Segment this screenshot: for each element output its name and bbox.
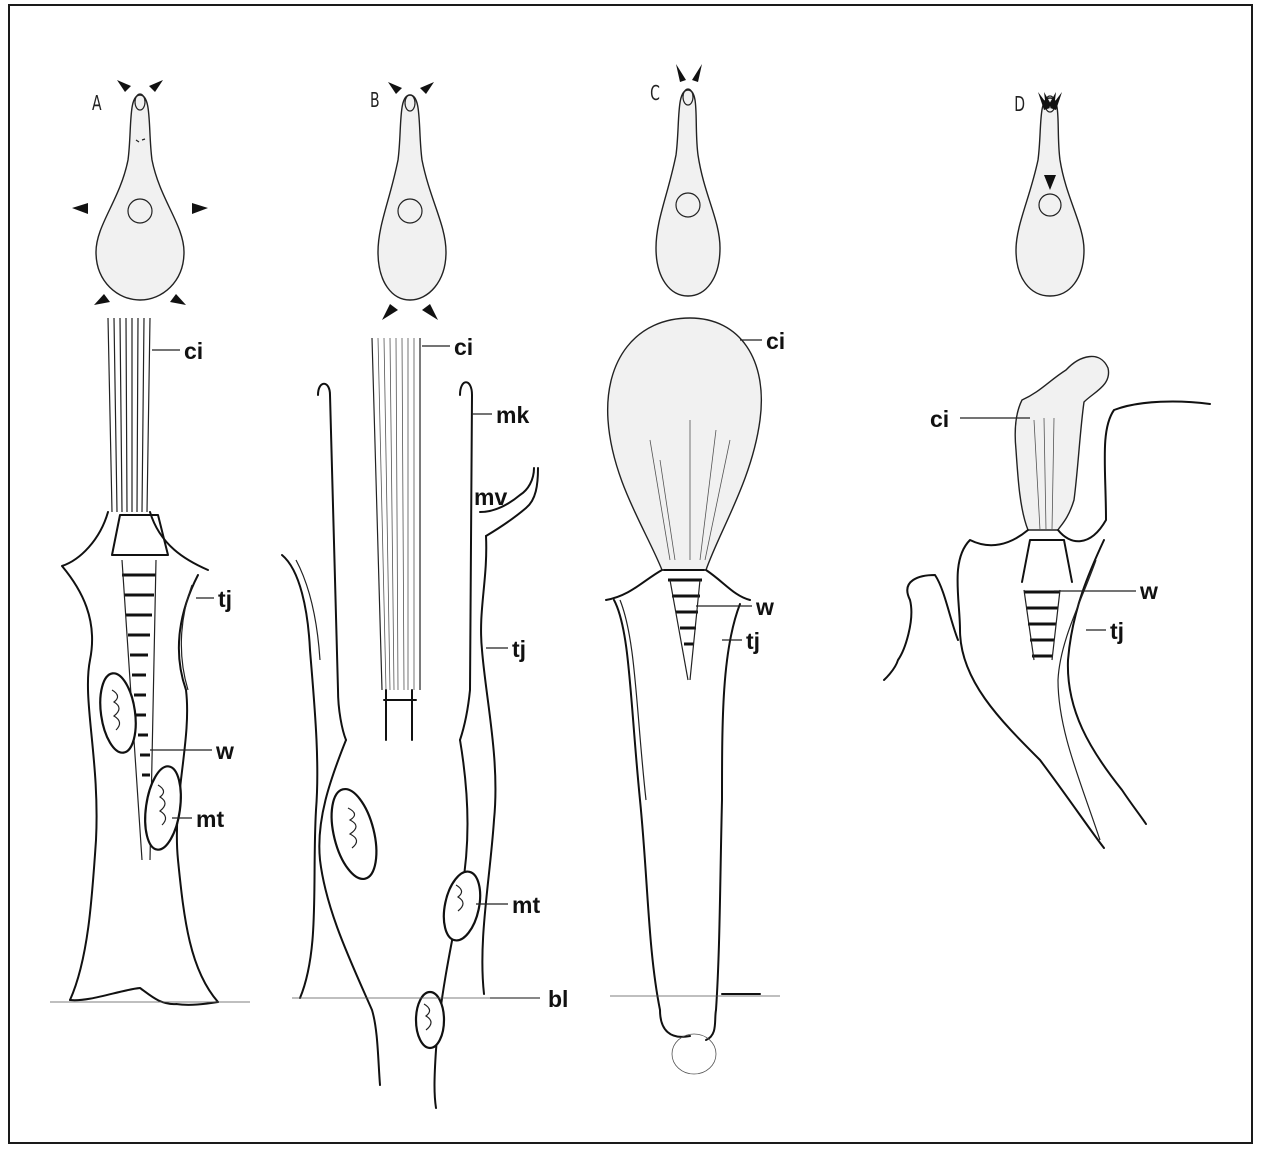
panel-d-label-w: w xyxy=(1140,580,1158,603)
panel-a-cilium xyxy=(108,318,150,512)
panel-b-label-mv: mv xyxy=(474,486,507,509)
panel-c-cell-body xyxy=(606,570,760,1074)
panel-a-cell-outline xyxy=(96,94,184,300)
panel-a-letter: A xyxy=(92,93,102,113)
panel-a-label-ci: ci xyxy=(184,340,203,363)
panel-a-label-w: w xyxy=(216,740,234,763)
panel-c-label-tj: tj xyxy=(746,630,760,653)
panel-c-rootlet xyxy=(668,580,702,680)
panel-c-label-ci: ci xyxy=(766,330,785,353)
panel-b-cilium xyxy=(372,338,420,740)
panel-d-rootlet xyxy=(1024,590,1060,660)
panel-c-cell-outline xyxy=(656,89,720,296)
panel-d-label-tj: tj xyxy=(1110,620,1124,643)
panel-b-label-ci: ci xyxy=(454,336,473,359)
panel-b-cell-outline xyxy=(378,95,446,300)
panel-b-label-bl: bl xyxy=(548,988,568,1011)
panel-b-label-mt: mt xyxy=(512,894,540,917)
panel-b-label-tj: tj xyxy=(512,638,526,661)
panel-d-cell-outline xyxy=(1016,96,1084,296)
panel-a-label-tj: tj xyxy=(218,588,232,611)
panel-b-letter: B xyxy=(370,90,380,110)
panel-c-cilium-bulb xyxy=(608,318,762,570)
panel-a-label-mt: mt xyxy=(196,808,224,831)
panel-d-letter: D xyxy=(1014,94,1025,114)
panel-c-arrowheads xyxy=(676,64,702,82)
panel-d-label-ci: ci xyxy=(930,408,949,431)
panel-b-microvilli xyxy=(318,382,538,740)
panel-b-mitochondria xyxy=(323,785,485,1048)
panel-a-mitochondria xyxy=(96,671,186,852)
panel-c-letter: C xyxy=(650,83,660,103)
panel-b-label-mk: mk xyxy=(496,404,529,427)
panel-a-cell-body xyxy=(62,512,218,1005)
panel-d-cilium xyxy=(1015,356,1108,530)
panel-c-label-w: w xyxy=(756,596,774,619)
